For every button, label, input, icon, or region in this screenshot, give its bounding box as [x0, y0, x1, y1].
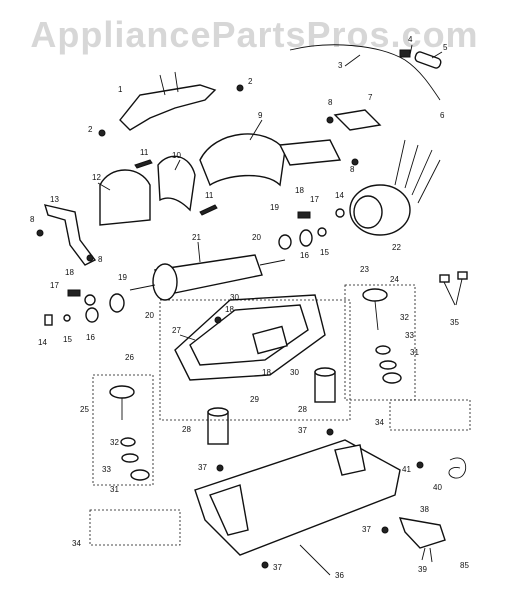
brush-holder-left: [44, 289, 125, 326]
callout-9: 9: [258, 111, 263, 120]
callout-37: 37: [298, 426, 307, 435]
armature: [129, 254, 286, 301]
callout-40: 40: [433, 483, 442, 492]
gear-assembly-left: [109, 385, 150, 481]
callout-3: 3: [338, 61, 343, 70]
callout-30b: 30: [290, 368, 299, 377]
callout-11b: 11: [205, 191, 214, 200]
callout-37d: 37: [273, 563, 282, 572]
callout-34: 34: [72, 539, 81, 548]
group-box-27: [159, 299, 351, 421]
leader-lines: [97, 44, 443, 576]
callout-23: 23: [360, 265, 369, 274]
callout-29: 29: [250, 395, 259, 404]
callout-21: 21: [192, 233, 201, 242]
callout-33: 33: [102, 465, 111, 474]
callout-20b: 20: [145, 311, 154, 320]
callout-22: 22: [392, 243, 401, 252]
callout-41: 41: [402, 465, 411, 474]
callout-2: 2: [248, 77, 253, 86]
group-box-23: [344, 284, 416, 401]
callout-14b: 14: [38, 338, 47, 347]
callout-38: 38: [420, 505, 429, 514]
callout-2b: 2: [88, 125, 93, 134]
blade-clamp: [398, 517, 446, 563]
motor-housing: [199, 133, 342, 187]
callout-33b: 33: [405, 331, 414, 340]
motor-stator: [349, 139, 441, 236]
callout-7: 7: [368, 93, 373, 102]
brush-holder-right: [278, 208, 345, 250]
callout-15b: 15: [63, 335, 72, 344]
spring-clip: [448, 457, 467, 479]
callout-13: 13: [50, 195, 59, 204]
callout-11: 11: [140, 148, 149, 157]
bearing-28-left: [207, 407, 229, 445]
callout-31b: 31: [410, 348, 419, 357]
group-box-26: [92, 374, 154, 486]
callout-32b: 32: [400, 313, 409, 322]
callout-30: 30: [230, 293, 239, 302]
fan-guard: [99, 155, 196, 226]
screws: [36, 84, 424, 569]
group-box-34-right: [389, 399, 471, 431]
callout-16b: 16: [86, 333, 95, 342]
top-bracket: [119, 71, 217, 131]
callout-39: 39: [418, 565, 427, 574]
callout-28: 28: [182, 425, 191, 434]
callout-17: 17: [310, 195, 319, 204]
callout-26: 26: [125, 353, 134, 362]
callout-18c: 18: [225, 305, 234, 314]
callout-10: 10: [172, 151, 181, 160]
callout-16: 16: [300, 251, 309, 260]
bearing-28-right: [314, 367, 336, 403]
callout-8: 8: [328, 98, 333, 107]
callout-27: 27: [172, 326, 181, 335]
callout-4: 4: [408, 35, 413, 44]
callout-19b: 19: [118, 273, 127, 282]
callout-18d: 18: [262, 368, 271, 377]
callout-24: 24: [390, 275, 399, 284]
callout-19: 19: [270, 203, 279, 212]
callout-18: 18: [295, 186, 304, 195]
carbon-brushes: [439, 271, 468, 306]
callout-15: 15: [320, 248, 329, 257]
gear-assembly-right: [362, 288, 402, 384]
callout-28b: 28: [298, 405, 307, 414]
group-box-34-left: [89, 509, 181, 546]
callout-20: 20: [252, 233, 261, 242]
callout-8c: 8: [30, 215, 35, 224]
base-casting: [174, 294, 326, 381]
mounting-bracket: [43, 204, 97, 266]
callout-17b: 17: [50, 281, 59, 290]
callout-labels: 1 2 2 3 4 5 6 7 8 8 8 8 9 10 11 11 12 13…: [30, 35, 469, 580]
callout-14: 14: [335, 191, 344, 200]
power-cord: [289, 44, 442, 101]
callout-1: 1: [118, 85, 123, 94]
callout-8b: 8: [350, 165, 355, 174]
callout-5: 5: [443, 43, 448, 52]
callout-34b: 34: [375, 418, 384, 427]
callout-36: 36: [335, 571, 344, 580]
page-code: 85: [460, 561, 469, 570]
callout-8d: 8: [98, 255, 103, 264]
base-plate: [194, 439, 401, 556]
callout-12: 12: [92, 173, 101, 182]
callout-31: 31: [110, 485, 119, 494]
callout-6: 6: [440, 111, 445, 120]
switch-bracket: [333, 109, 382, 131]
callout-35: 35: [450, 318, 459, 327]
callout-18b: 18: [65, 268, 74, 277]
callout-37b: 37: [198, 463, 207, 472]
callout-32: 32: [110, 438, 119, 447]
callout-37c: 37: [362, 525, 371, 534]
callout-25: 25: [80, 405, 89, 414]
